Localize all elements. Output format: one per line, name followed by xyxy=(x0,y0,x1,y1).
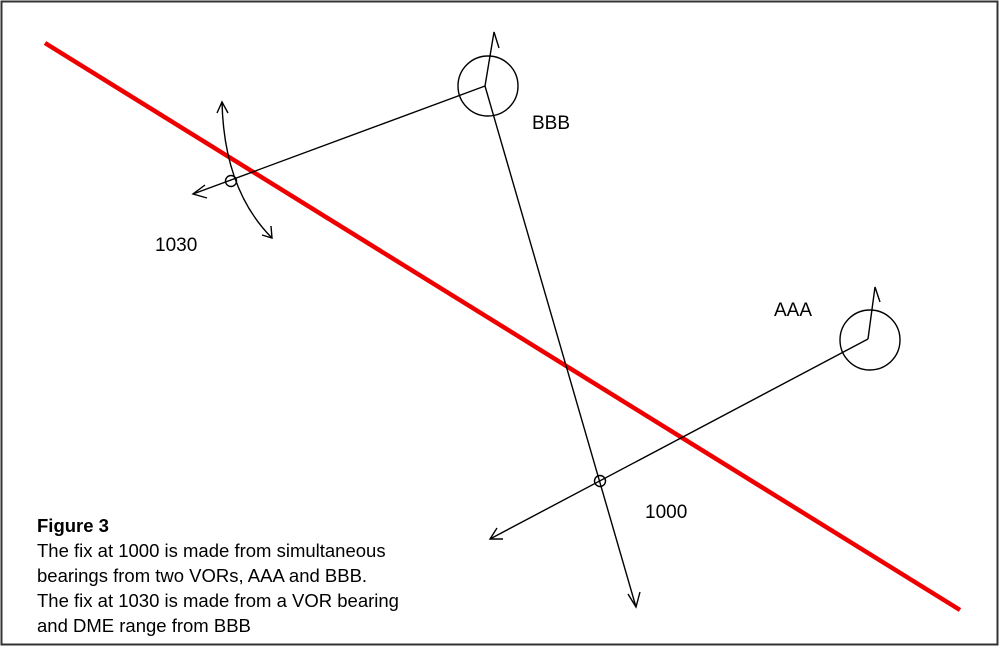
arrowhead-icon xyxy=(216,100,229,114)
arrowhead-icon xyxy=(488,527,503,540)
vor-bbb-circle xyxy=(457,55,519,117)
aaa-bearing-line-1000 xyxy=(489,338,869,540)
caption-title: Figure 3 xyxy=(37,515,109,536)
fix-1030-marker xyxy=(224,174,238,188)
label-aaa: AAA xyxy=(774,300,813,321)
figure-caption: Figure 3 The fix at 1000 is made from si… xyxy=(37,513,399,638)
vor-bbb-north-indicator xyxy=(484,31,500,87)
arrowhead-icon xyxy=(627,591,641,609)
bbb-bearing-line-1000 xyxy=(484,85,637,608)
caption-line: The fix at 1030 is made from a VOR beari… xyxy=(37,590,399,611)
label-bbb: BBB xyxy=(532,113,571,134)
vor-aaa-north-indicator xyxy=(867,286,881,340)
arrowhead-icon xyxy=(191,184,208,199)
dme-range-arc xyxy=(221,101,273,239)
caption-line: bearings from two VORs, AAA and BBB. xyxy=(37,565,368,586)
caption-line: The fix at 1000 is made from simultaneou… xyxy=(37,540,386,561)
caption-line: and DME range from BBB xyxy=(37,615,251,636)
label-1000: 1000 xyxy=(645,502,688,523)
arrowhead-icon xyxy=(261,225,273,239)
aircraft-track-line xyxy=(43,41,962,612)
fix-1000-marker xyxy=(593,474,607,488)
bbb-bearing-line-1030 xyxy=(192,85,486,195)
label-1030: 1030 xyxy=(155,235,198,256)
vor-aaa-circle xyxy=(839,309,901,371)
